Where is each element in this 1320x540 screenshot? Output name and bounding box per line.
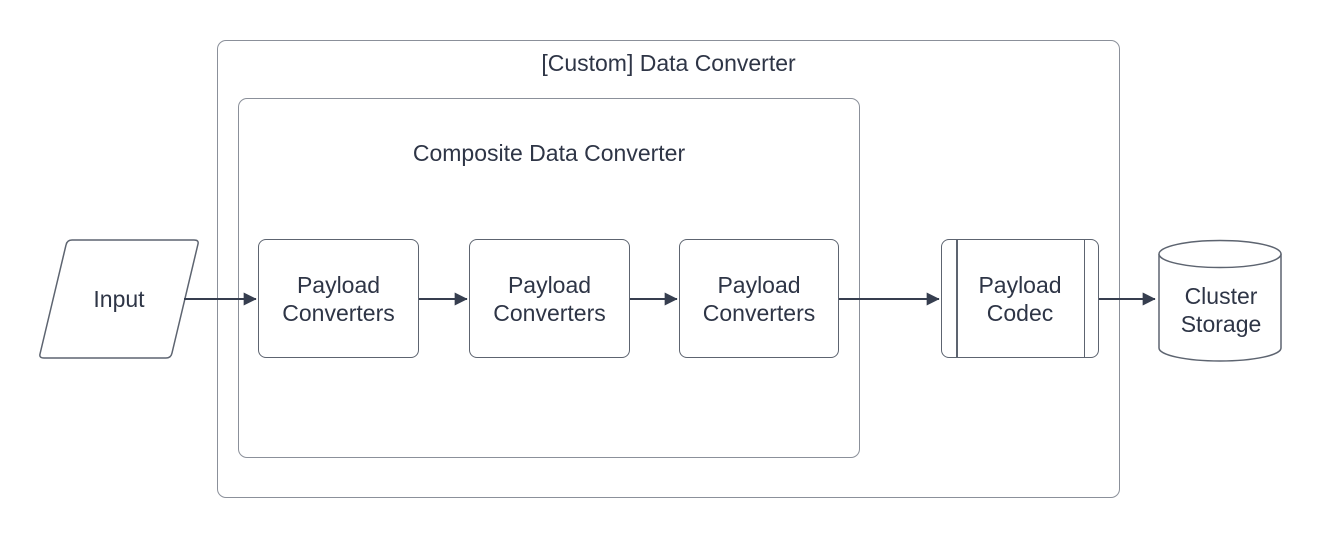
payload-codec-box: Payload Codec	[941, 239, 1099, 358]
codec-right-bar-line	[1083, 240, 1085, 357]
payload-codec-label: Payload Codec	[978, 271, 1062, 326]
codec-left-bar-line	[956, 240, 958, 357]
payload-converters-label-3: Payload Converters	[702, 271, 816, 326]
cluster-storage-cylinder-shape	[1158, 239, 1282, 362]
input-parallelogram-shape	[39, 239, 199, 359]
payload-converters-label-2: Payload Converters	[493, 271, 606, 326]
composite-data-converter-title: Composite Data Converter	[412, 140, 686, 166]
custom-data-converter-title: [Custom] Data Converter	[541, 50, 796, 76]
custom-data-converter-container: [Custom] Data Converter	[217, 40, 1120, 498]
composite-data-converter-container: Composite Data Converter	[238, 98, 860, 458]
payload-converters-box-1: Payload Converters	[258, 239, 419, 358]
payload-converters-box-2: Payload Converters	[469, 239, 630, 358]
payload-converters-box-3: Payload Converters	[679, 239, 839, 358]
payload-converters-label-1: Payload Converters	[282, 271, 395, 326]
